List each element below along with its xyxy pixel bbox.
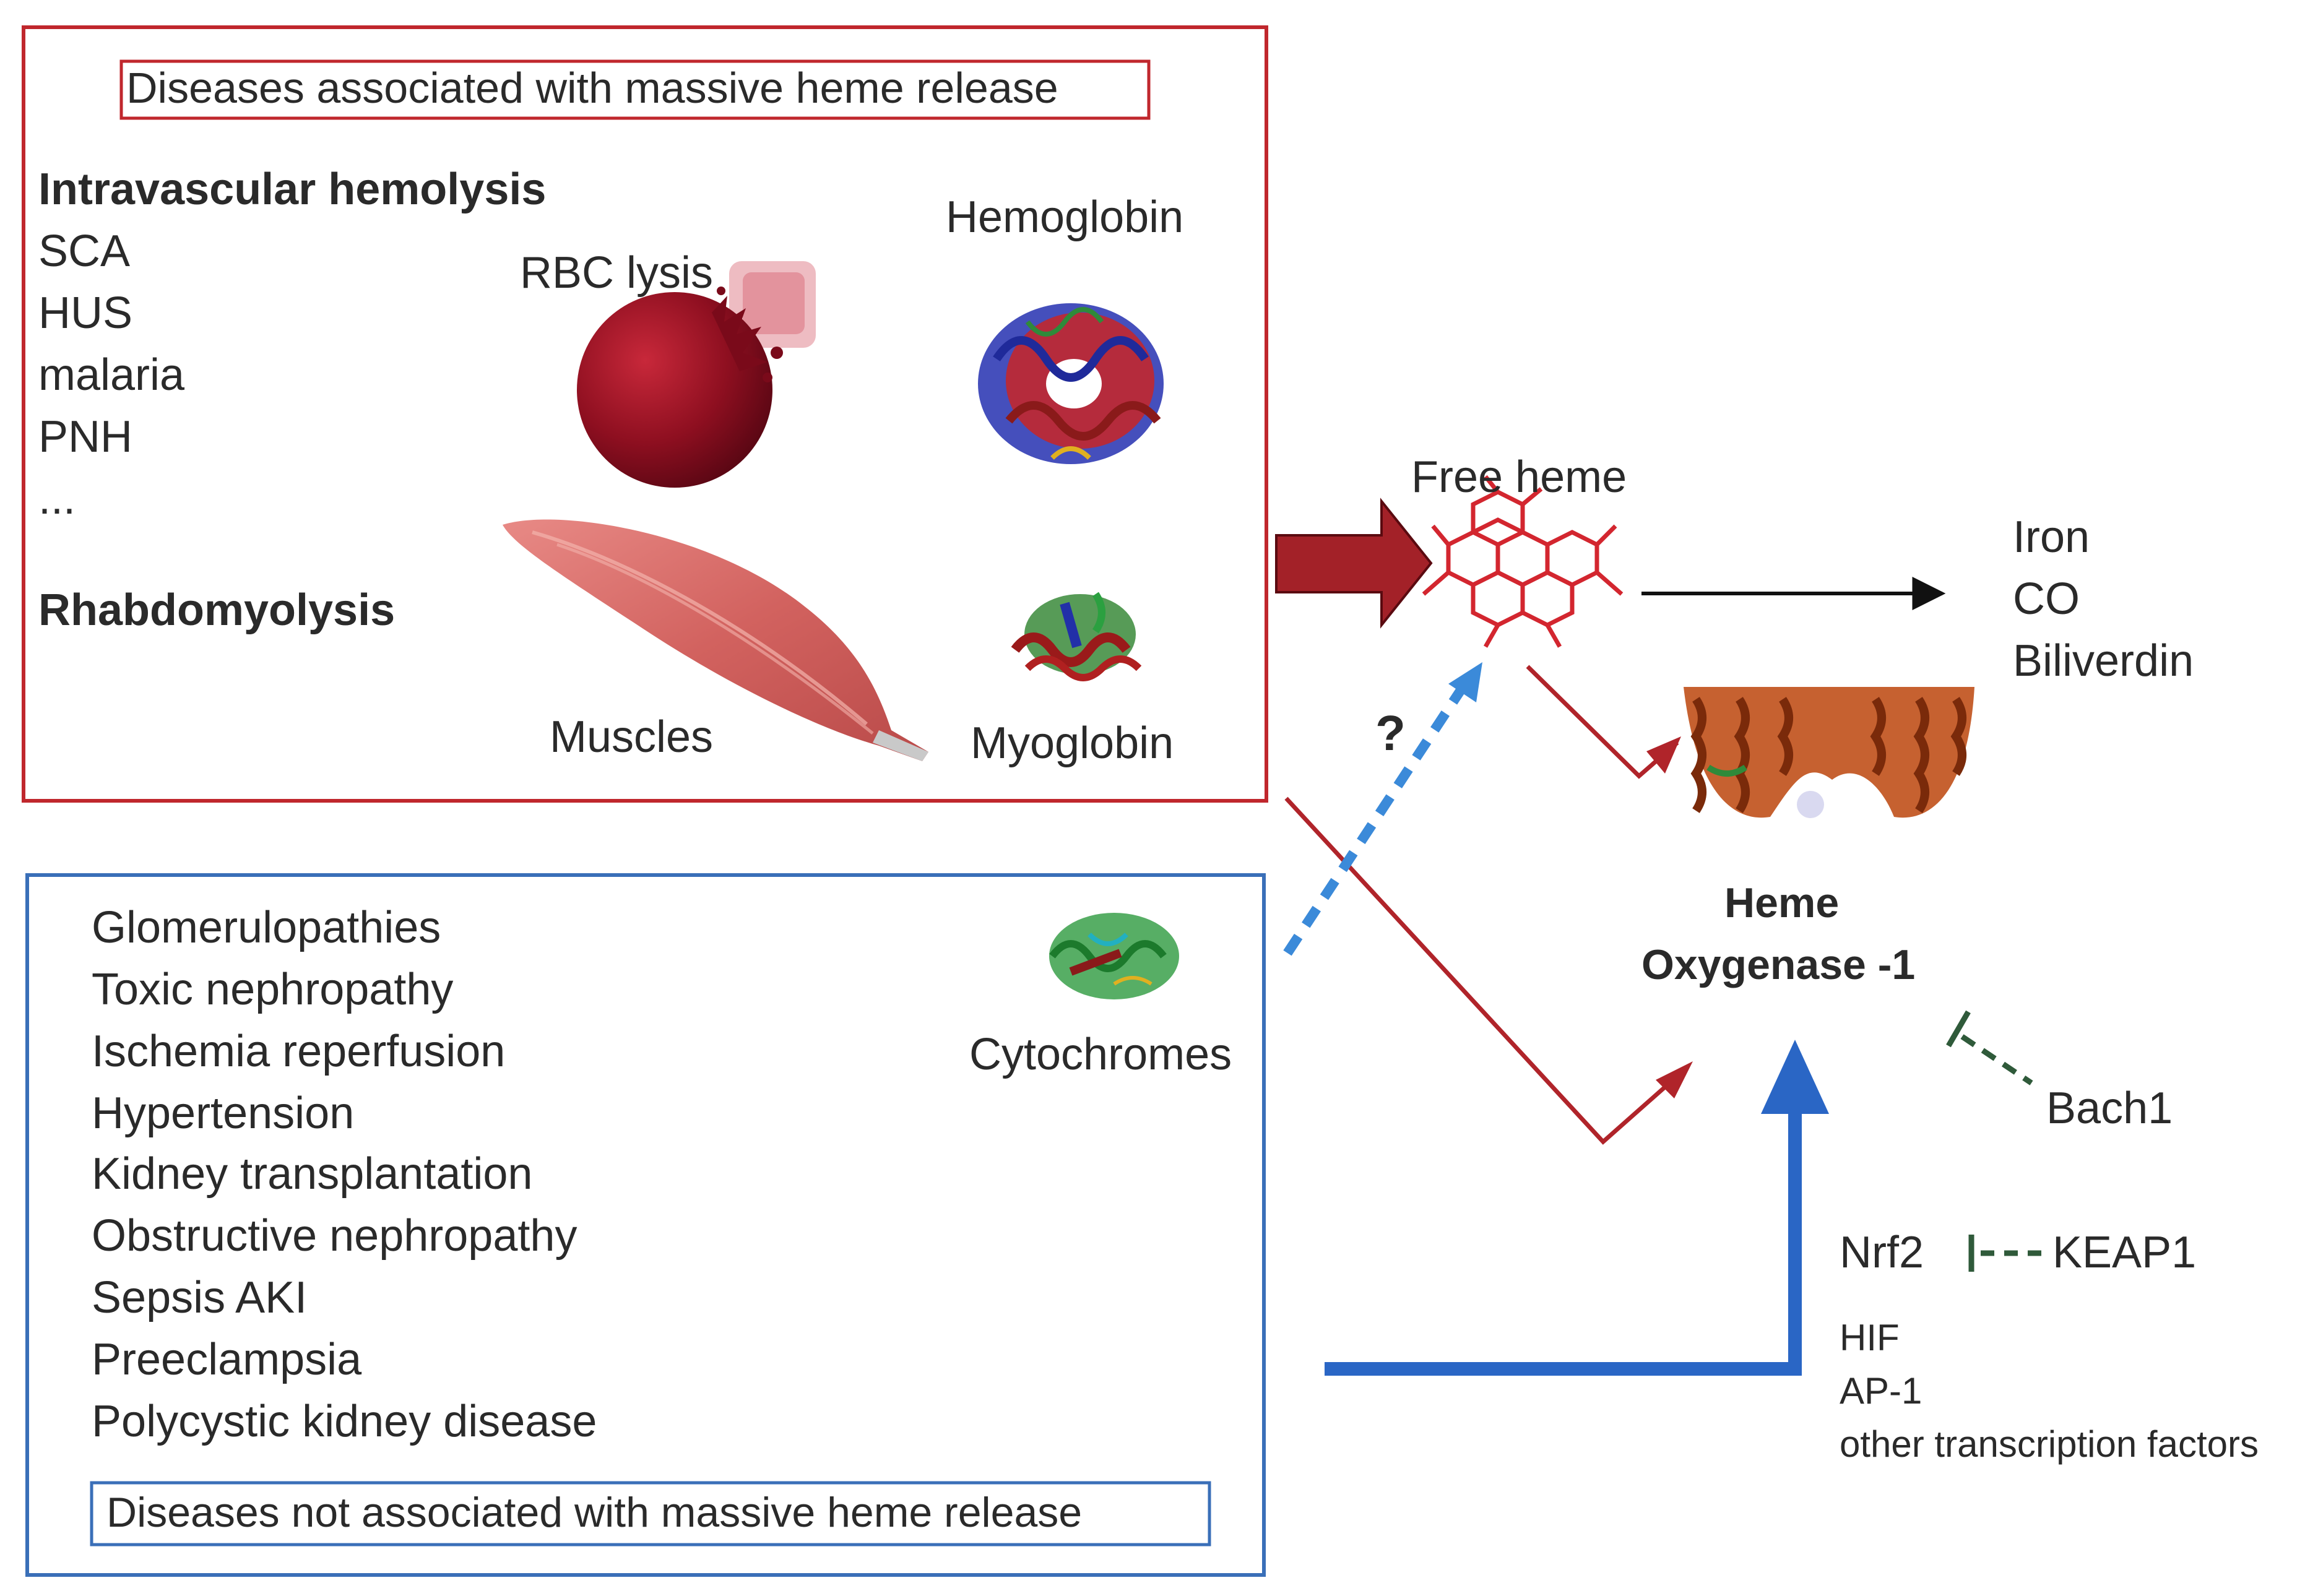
ho1-protein-icon [1684, 687, 1974, 818]
myoglobin-label: Myoglobin [971, 718, 1174, 768]
nrf2-label: Nrf2 [1840, 1228, 1924, 1277]
hemolysis-item-sca: SCA [38, 226, 131, 276]
disease-item-6: Sepsis AKI [92, 1273, 308, 1322]
product-iron: Iron [2013, 512, 2090, 562]
unknown-mark: ? [1375, 705, 1406, 761]
disease-item-5: Obstructive nephropathy [92, 1211, 577, 1261]
hemoglobin-protein-icon [978, 303, 1164, 464]
hemolysis-heading: Intravascular hemolysis [38, 165, 547, 214]
bottom-box-to-ho1-arrowhead [1761, 1040, 1829, 1114]
top-box-title-border [119, 59, 1151, 120]
factor-ap1: AP-1 [1840, 1370, 1922, 1412]
disease-item-8: Polycystic kidney disease [92, 1397, 597, 1446]
bottom-box-title: Diseases not associated with massive hem… [106, 1489, 1083, 1536]
hemolysis-item-malaria: malaria [38, 350, 185, 400]
product-co: CO [2013, 574, 2080, 624]
rbc-icon [577, 261, 816, 488]
heme-induces-ho1-arrowhead [1646, 736, 1681, 774]
cytochrome-protein-icon [1049, 913, 1179, 999]
unknown-heme-arrow [1283, 678, 1471, 956]
disease-item-1: Toxic nephropathy [92, 965, 454, 1014]
hemolysis-item-pnh: PNH [38, 412, 133, 462]
top-box-title: Diseases associated with massive heme re… [126, 64, 1058, 112]
bottom-box-title-border [90, 1481, 1211, 1546]
hemolysis-item-hus: HUS [38, 288, 133, 338]
top-box-border [22, 25, 1268, 803]
cytochromes-label: Cytochromes [969, 1030, 1232, 1079]
factor-hif: HIF [1840, 1317, 1900, 1358]
bach1-inhibitor-bar [1946, 1010, 1971, 1048]
disease-item-3: Hypertension [92, 1089, 355, 1138]
bach1-inhibitor-line [1960, 1034, 2033, 1085]
product-biliverdin: Biliverdin [2013, 636, 2194, 686]
ho1-label-line2: Oxygenase -1 [1641, 941, 1916, 988]
free-heme-label: Free heme [1411, 452, 1627, 502]
heme-molecule-icon [1422, 475, 1624, 648]
factor-other: other transcription factors [1840, 1423, 2259, 1465]
hemoglobin-label: Hemoglobin [946, 192, 1184, 242]
disease-item-4: Kidney transplantation [92, 1149, 533, 1199]
disease-item-7: Preeclampsia [92, 1335, 362, 1384]
rhabdo-heading: Rhabdomyolysis [38, 585, 396, 635]
keap1-label: KEAP1 [2052, 1228, 2197, 1277]
rbc-lysis-label: RBC lysis [520, 248, 714, 298]
top-box-to-ho1-arrow [1284, 796, 1685, 1145]
myoglobin-protein-icon [1011, 592, 1142, 681]
ho1-label-line1: Heme [1724, 879, 1840, 926]
disease-item-2: Ischemia reperfusion [92, 1027, 506, 1076]
heme-release-arrow [1275, 498, 1433, 629]
bottom-box-border [25, 873, 1266, 1577]
disease-item-0: Glomerulopathies [92, 903, 441, 952]
bach1-label: Bach1 [2046, 1084, 2173, 1133]
muscles-label: Muscles [550, 712, 714, 762]
unknown-heme-arrowhead [1448, 662, 1482, 702]
hemolysis-item-more: ... [38, 474, 76, 524]
top-box-to-ho1-arrowhead [1656, 1061, 1693, 1098]
bottom-box-to-ho1-arrow [1325, 1102, 1802, 1376]
muscle-icon [503, 519, 928, 761]
